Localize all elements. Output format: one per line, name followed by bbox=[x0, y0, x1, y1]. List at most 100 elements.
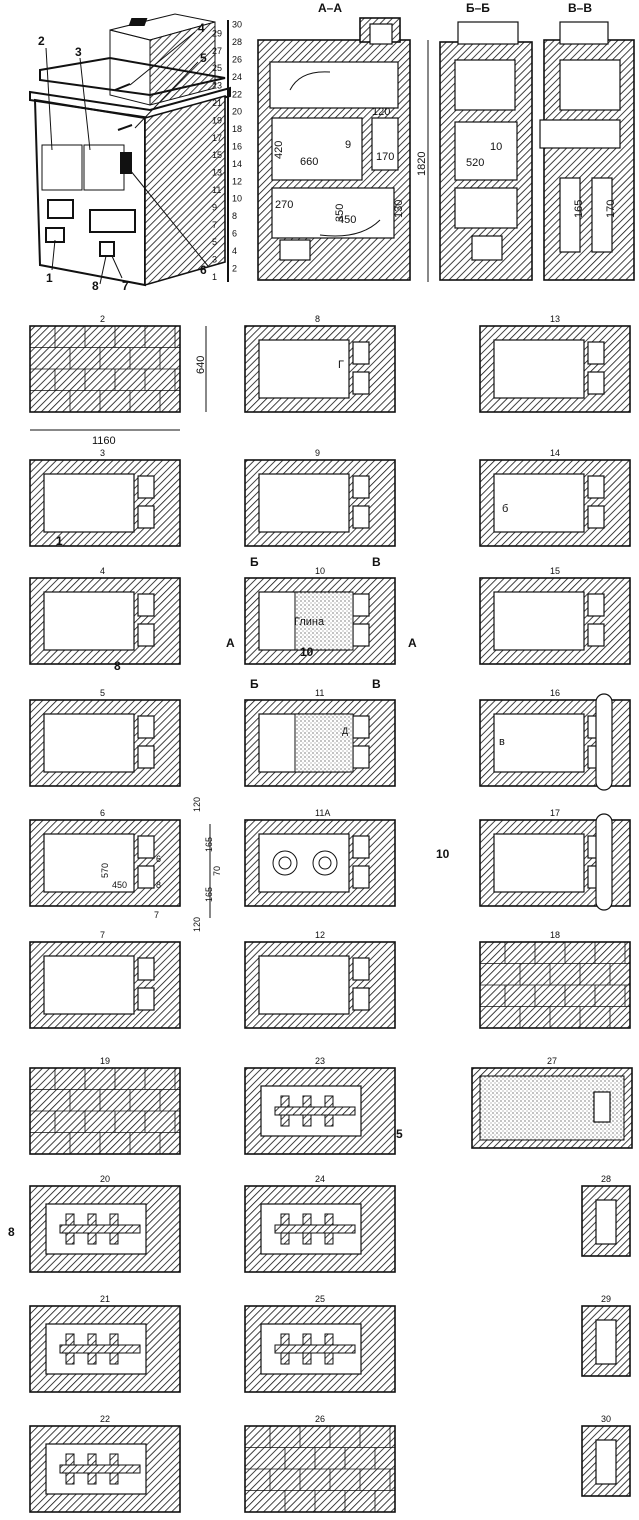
course-plan: 21 bbox=[29, 1294, 181, 1393]
dim-170: 170 bbox=[376, 151, 394, 163]
dim-270: 270 bbox=[275, 199, 293, 211]
dim-120: 120 bbox=[372, 106, 390, 118]
scale-mark: 29 bbox=[212, 28, 222, 38]
scale-mark: 30 bbox=[232, 20, 242, 30]
course-plan: 7 bbox=[29, 930, 181, 1029]
section-v-v: В–В 165 170 bbox=[539, 1, 635, 281]
callout-5: 5 bbox=[200, 51, 207, 65]
scale-mark: 25 bbox=[212, 63, 222, 73]
course-number: 11 bbox=[315, 688, 324, 698]
dim-9: 9 bbox=[345, 139, 351, 151]
scale-mark: 4 bbox=[232, 246, 237, 256]
course-plan: 28 bbox=[581, 1174, 631, 1257]
scale-mark: 20 bbox=[232, 107, 242, 117]
course-plan: 9 bbox=[244, 448, 396, 547]
scale-mark: 14 bbox=[232, 159, 242, 169]
course-number: 9 bbox=[315, 448, 320, 458]
dim-1160: 1160 bbox=[92, 435, 116, 447]
course-number: 18 bbox=[550, 930, 560, 940]
course-number: 7 bbox=[100, 930, 105, 940]
plan-6-dimensions: 120 570 165 70 165 120 450 6 8 7 bbox=[100, 797, 222, 932]
course-plan: 12 bbox=[244, 930, 396, 1029]
course-plan: 24 bbox=[244, 1174, 396, 1273]
label-g: Г bbox=[338, 359, 344, 371]
scale-mark: 15 bbox=[212, 150, 222, 160]
scale-mark: 16 bbox=[232, 142, 242, 152]
label-10: 10 bbox=[436, 847, 450, 861]
course-number: 20 bbox=[100, 1174, 110, 1184]
scale-mark: 28 bbox=[232, 37, 242, 47]
course-plan: 14 bbox=[479, 448, 631, 547]
course-number: 22 bbox=[100, 1414, 110, 1424]
course-number: 26 bbox=[315, 1414, 325, 1424]
label-b2: б bbox=[502, 503, 508, 515]
course-plan: 3 bbox=[29, 448, 181, 547]
course-number: 19 bbox=[100, 1056, 110, 1066]
scale-mark: 21 bbox=[212, 98, 222, 108]
label-1: 1 bbox=[56, 534, 63, 548]
course-plan: 10 bbox=[244, 566, 396, 665]
course-plan: 13 bbox=[479, 314, 631, 413]
course-number: 8 bbox=[315, 314, 320, 324]
section-label-bb: Б–Б bbox=[466, 1, 490, 15]
scale-mark: 27 bbox=[212, 46, 222, 56]
scale-mark: 7 bbox=[212, 220, 217, 230]
label-clay: Глина bbox=[294, 616, 325, 628]
scale-mark: 13 bbox=[212, 168, 222, 178]
label-5: 5 bbox=[396, 1127, 403, 1141]
scale-mark: 17 bbox=[212, 133, 222, 143]
callout-6: 6 bbox=[200, 263, 207, 277]
callout-8: 8 bbox=[92, 279, 99, 293]
callout-3: 3 bbox=[75, 45, 82, 59]
dim-130: 130 bbox=[393, 200, 405, 218]
scale-mark: 8 bbox=[232, 211, 237, 221]
scale-mark: 9 bbox=[212, 202, 217, 212]
scale-mark: 23 bbox=[212, 81, 222, 91]
label-d: Д bbox=[342, 726, 348, 736]
course-number: 13 bbox=[550, 314, 560, 324]
scale-mark: 24 bbox=[232, 72, 242, 82]
plan-2-dimensions: 640 1160 bbox=[30, 326, 207, 447]
dim-10: 10 bbox=[490, 141, 502, 153]
dim-640: 640 bbox=[195, 356, 207, 374]
course-plan: 11А bbox=[244, 808, 396, 907]
course-number: 27 bbox=[547, 1056, 557, 1066]
course-number: 21 bbox=[100, 1294, 110, 1304]
dim-170b: 170 bbox=[605, 200, 617, 218]
course-number: 28 bbox=[601, 1174, 611, 1184]
scale-mark: 2 bbox=[232, 263, 237, 273]
dim-660: 660 bbox=[300, 156, 318, 168]
label-8: 8 bbox=[114, 659, 121, 673]
dim-450: 450 bbox=[338, 214, 356, 226]
callout-1: 1 bbox=[46, 271, 53, 285]
section-a-a: А–А 420 660 9 120 170 270 350 450 130 bbox=[257, 1, 411, 281]
label-10b: 10 bbox=[300, 645, 314, 659]
course-number: 6 bbox=[100, 808, 105, 818]
course-plan: 20 bbox=[29, 1174, 181, 1273]
course-plan: 11 bbox=[244, 688, 396, 787]
scale-mark: 1 bbox=[212, 272, 217, 282]
label-v2: в bbox=[499, 736, 505, 748]
dim-570: 570 bbox=[100, 863, 110, 878]
dim-165: 165 bbox=[573, 200, 585, 218]
dim-120b: 120 bbox=[192, 917, 202, 932]
dim-165b: 165 bbox=[204, 887, 214, 902]
course-plan: 27 bbox=[471, 1056, 633, 1149]
label-7: 7 bbox=[154, 910, 159, 920]
scale-mark: 5 bbox=[212, 237, 217, 247]
label-a-left: А bbox=[226, 636, 235, 650]
dim-1820: 1820 bbox=[416, 152, 428, 176]
course-number: 16 bbox=[550, 688, 560, 698]
inner-labels: Г Глина Д б в 1 8 10 10 5 8 А А Б В Б В bbox=[8, 359, 508, 1239]
dim-165a: 165 bbox=[204, 837, 214, 852]
course-number: 5 bbox=[100, 688, 105, 698]
course-plan: 5 bbox=[29, 688, 181, 787]
course-plan: 6 bbox=[29, 808, 181, 907]
course-number: 25 bbox=[315, 1294, 325, 1304]
course-number: 24 bbox=[315, 1174, 325, 1184]
scale-mark: 6 bbox=[232, 229, 237, 239]
course-plan: 19 bbox=[29, 1056, 181, 1155]
course-number: 29 bbox=[601, 1294, 611, 1304]
course-number: 10 bbox=[315, 566, 325, 576]
course-number: 12 bbox=[315, 930, 325, 940]
